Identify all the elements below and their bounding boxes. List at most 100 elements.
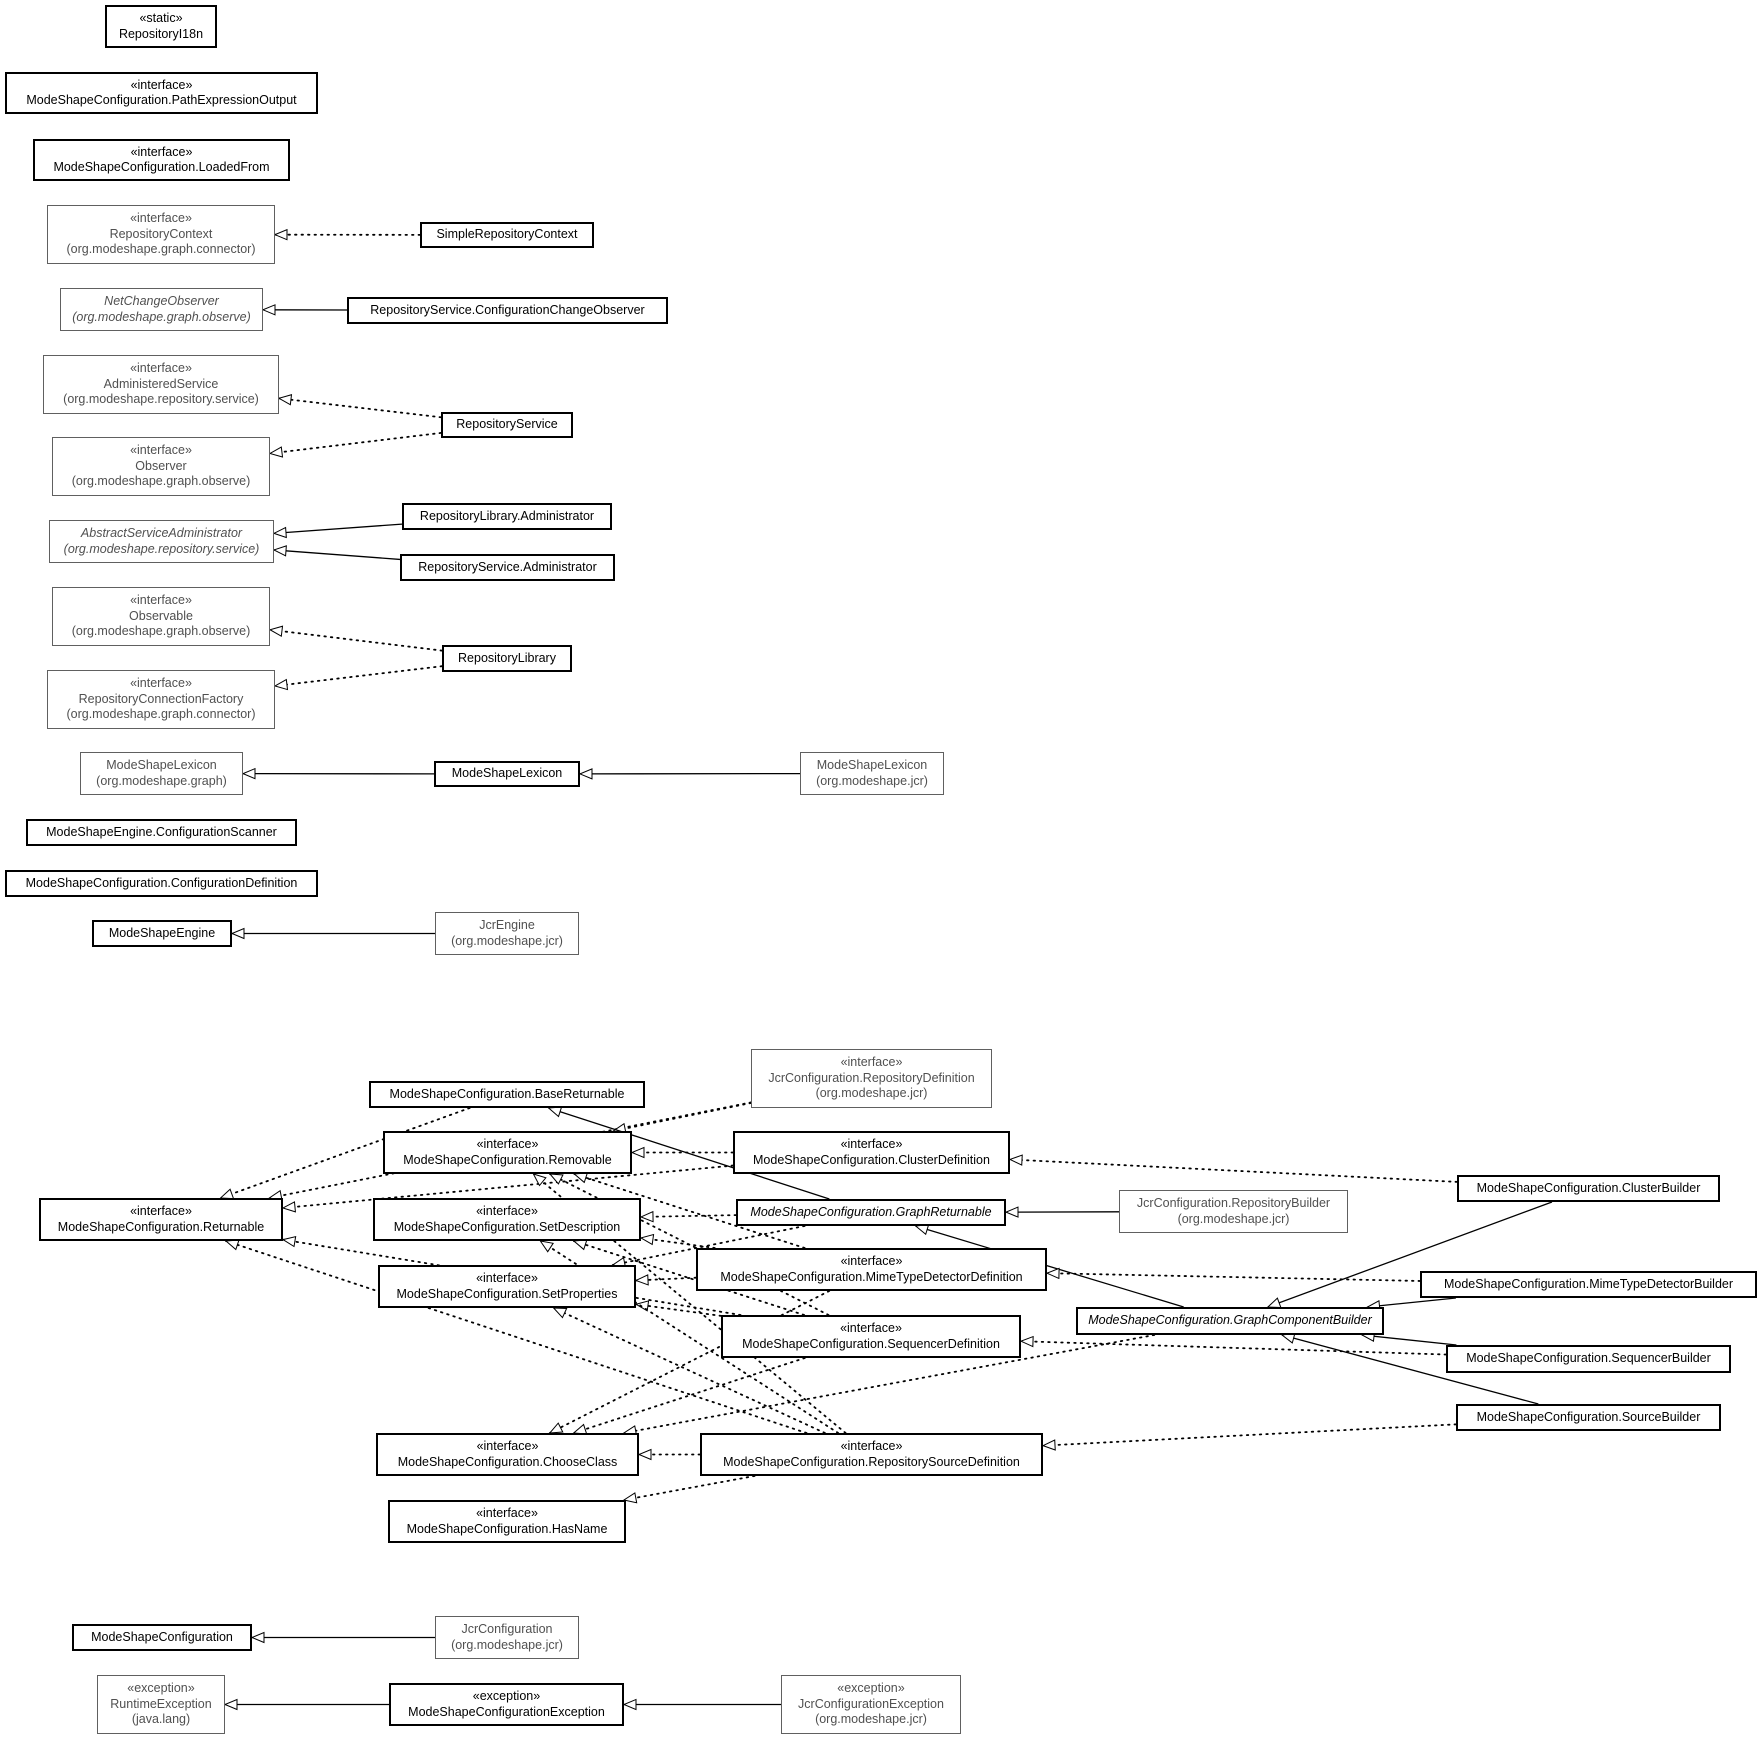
node-removable[interactable]: «interface»ModeShapeConfiguration.Remova…	[383, 1131, 632, 1174]
node-label-line: RepositoryService.ConfigurationChangeObs…	[370, 302, 645, 317]
node-label-line: RepositoryService.Administrator	[418, 559, 597, 574]
node-has-name[interactable]: «interface»ModeShapeConfiguration.HasNam…	[388, 1500, 626, 1543]
node-label-line: Observer	[135, 458, 187, 473]
node-configuration-definition[interactable]: ModeShapeConfiguration.ConfigurationDefi…	[5, 870, 318, 897]
node-label-line: ModeShapeConfiguration.MimeTypeDetectorB…	[1443, 1276, 1734, 1291]
realization-line	[270, 432, 442, 454]
node-label-line: (org.modeshape.graph.observe)	[71, 474, 251, 489]
generalization-line	[916, 1226, 1184, 1308]
node-repository-library[interactable]: RepositoryLibrary	[442, 645, 572, 672]
node-simple-repository-context[interactable]: SimpleRepositoryContext	[420, 222, 594, 248]
node-administered-service[interactable]: «interface»AdministeredService(org.modes…	[43, 355, 279, 414]
node-label-line: (org.modeshape.repository.service)	[63, 541, 260, 556]
node-configuration-exception[interactable]: «exception»ModeShapeConfigurationExcepti…	[389, 1683, 624, 1726]
node-label-line: ModeShapeConfigurationException	[408, 1704, 605, 1719]
node-label-line: RepositoryLibrary	[458, 650, 556, 665]
node-label-line: «exception»	[127, 1681, 195, 1696]
node-label-line: ModeShapeConfiguration.SetDescription	[393, 1219, 621, 1234]
node-source-builder[interactable]: ModeShapeConfiguration.SourceBuilder	[1456, 1404, 1721, 1431]
generalization-line	[1282, 1335, 1539, 1405]
node-lexicon[interactable]: ModeShapeLexicon	[434, 761, 580, 787]
generalization-line	[1362, 1335, 1457, 1346]
node-label-line: AdministeredService	[103, 376, 219, 391]
node-label-line: SimpleRepositoryContext	[436, 227, 578, 242]
node-set-properties[interactable]: «interface»ModeShapeConfiguration.SetPro…	[378, 1265, 636, 1308]
node-path-expression-output[interactable]: «interface»ModeShapeConfiguration.PathEx…	[5, 72, 318, 114]
node-repository-context[interactable]: «interface»RepositoryContext(org.modesha…	[47, 205, 275, 264]
node-returnable[interactable]: «interface»ModeShapeConfiguration.Return…	[39, 1198, 283, 1241]
node-abstract-service-administrator[interactable]: AbstractServiceAdministrator(org.modesha…	[49, 520, 274, 563]
realization-line	[641, 1238, 716, 1249]
node-runtime-exception[interactable]: «exception»RuntimeException(java.lang)	[97, 1675, 225, 1734]
realization-line	[624, 1334, 1156, 1433]
node-cluster-builder[interactable]: ModeShapeConfiguration.ClusterBuilder	[1457, 1175, 1720, 1202]
node-label-line: ModeShapeConfiguration.SetProperties	[396, 1286, 618, 1301]
node-label-line: ModeShapeConfiguration.GraphReturnable	[750, 1204, 992, 1219]
node-choose-class[interactable]: «interface»ModeShapeConfiguration.Choose…	[376, 1433, 639, 1476]
node-jcr-repository-definition[interactable]: «interface»JcrConfiguration.RepositoryDe…	[751, 1049, 992, 1108]
node-mime-type-detector-builder[interactable]: ModeShapeConfiguration.MimeTypeDetectorB…	[1420, 1271, 1757, 1298]
node-jcr-configuration[interactable]: JcrConfiguration(org.modeshape.jcr)	[435, 1616, 579, 1659]
node-engine[interactable]: ModeShapeEngine	[92, 920, 232, 947]
node-label-line: ModeShapeEngine	[108, 925, 216, 940]
node-label-line: ModeShapeConfiguration.SequencerBuilder	[1466, 1351, 1711, 1366]
node-label-line: «interface»	[130, 211, 192, 226]
node-configuration-scanner[interactable]: ModeShapeEngine.ConfigurationScanner	[26, 819, 297, 846]
node-graph-lexicon[interactable]: ModeShapeLexicon(org.modeshape.graph)	[80, 752, 243, 795]
node-label-line: «static»	[139, 11, 183, 25]
node-label-line: «interface»	[130, 361, 192, 376]
node-repository-service-administrator[interactable]: RepositoryService.Administrator	[400, 554, 615, 581]
relationship-lines	[221, 235, 1553, 1705]
node-label-line: «interface»	[130, 676, 192, 691]
node-cluster-definition[interactable]: «interface»ModeShapeConfiguration.Cluste…	[733, 1131, 1010, 1174]
node-configuration[interactable]: ModeShapeConfiguration	[72, 1624, 252, 1651]
node-label-line: (org.modeshape.jcr)	[816, 773, 928, 788]
node-repository-connection-factory[interactable]: «interface»RepositoryConnectionFactory(o…	[47, 670, 275, 729]
node-label-line: RepositoryLibrary.Administrator	[419, 508, 595, 523]
node-label-line: (org.modeshape.graph.observe)	[72, 309, 251, 324]
node-label-line: ModeShapeConfiguration.BaseReturnable	[389, 1086, 625, 1101]
realization-line	[624, 1475, 756, 1500]
node-label-line: (org.modeshape.graph.connector)	[66, 242, 256, 257]
realization-line	[279, 398, 442, 419]
node-repository-service[interactable]: RepositoryService	[441, 412, 573, 438]
node-label-line: ModeShapeConfiguration	[91, 1629, 233, 1644]
node-repository-i18n[interactable]: «static»RepositoryI18n	[105, 5, 217, 48]
node-observable[interactable]: «interface»Observable(org.modeshape.grap…	[52, 587, 270, 646]
node-label-line: «interface»	[130, 77, 193, 92]
node-mime-type-detector-definition[interactable]: «interface»ModeShapeConfiguration.MimeTy…	[696, 1248, 1047, 1291]
node-set-description[interactable]: «interface»ModeShapeConfiguration.SetDes…	[373, 1198, 641, 1241]
realization-line	[221, 1107, 471, 1198]
node-jcr-repository-builder[interactable]: JcrConfiguration.RepositoryBuilder(org.m…	[1119, 1190, 1348, 1233]
node-label-line: «interface»	[840, 1321, 902, 1335]
node-label-line: RepositoryConnectionFactory	[78, 691, 244, 706]
node-graph-returnable[interactable]: ModeShapeConfiguration.GraphReturnable	[736, 1199, 1006, 1226]
node-label-line: ModeShapeConfiguration.ClusterBuilder	[1476, 1180, 1701, 1195]
node-label-line: ModeShapeConfiguration.LoadedFrom	[53, 160, 270, 174]
node-label-line: Observable	[129, 608, 193, 623]
node-label-line: AbstractServiceAdministrator	[80, 526, 243, 540]
node-jcr-configuration-exception[interactable]: «exception»JcrConfigurationException(org…	[781, 1675, 961, 1734]
realization-line	[283, 1240, 742, 1316]
node-sequencer-definition[interactable]: «interface»ModeShapeConfiguration.Sequen…	[721, 1315, 1021, 1358]
node-observer[interactable]: «interface»Observer(org.modeshape.graph.…	[52, 437, 270, 496]
node-label-line: «interface»	[840, 1439, 903, 1453]
node-base-returnable[interactable]: ModeShapeConfiguration.BaseReturnable	[369, 1081, 645, 1108]
node-graph-component-builder[interactable]: ModeShapeConfiguration.GraphComponentBui…	[1076, 1307, 1384, 1335]
node-configuration-change-observer[interactable]: RepositoryService.ConfigurationChangeObs…	[347, 297, 668, 324]
node-loaded-from[interactable]: «interface»ModeShapeConfiguration.Loaded…	[33, 139, 290, 181]
node-label-line: «interface»	[130, 443, 192, 458]
node-label-line: «interface»	[476, 1506, 538, 1520]
realization-line	[613, 1225, 806, 1265]
node-jcr-engine[interactable]: JcrEngine(org.modeshape.jcr)	[435, 912, 579, 955]
node-label-line: JcrConfiguration.RepositoryBuilder	[1136, 1196, 1331, 1210]
node-jcr-lexicon[interactable]: ModeShapeLexicon(org.modeshape.jcr)	[800, 752, 944, 795]
node-sequencer-builder[interactable]: ModeShapeConfiguration.SequencerBuilder	[1446, 1345, 1731, 1373]
node-repository-library-administrator[interactable]: RepositoryLibrary.Administrator	[402, 503, 612, 530]
node-label-line: «interface»	[476, 1204, 538, 1218]
node-label-line: (java.lang)	[131, 1712, 191, 1727]
realization-line	[226, 1241, 808, 1434]
node-repository-source-definition[interactable]: «interface»ModeShapeConfiguration.Reposi…	[700, 1433, 1043, 1476]
node-net-change-observer[interactable]: NetChangeObserver(org.modeshape.graph.ob…	[60, 288, 263, 331]
generalization-line	[1268, 1201, 1553, 1307]
